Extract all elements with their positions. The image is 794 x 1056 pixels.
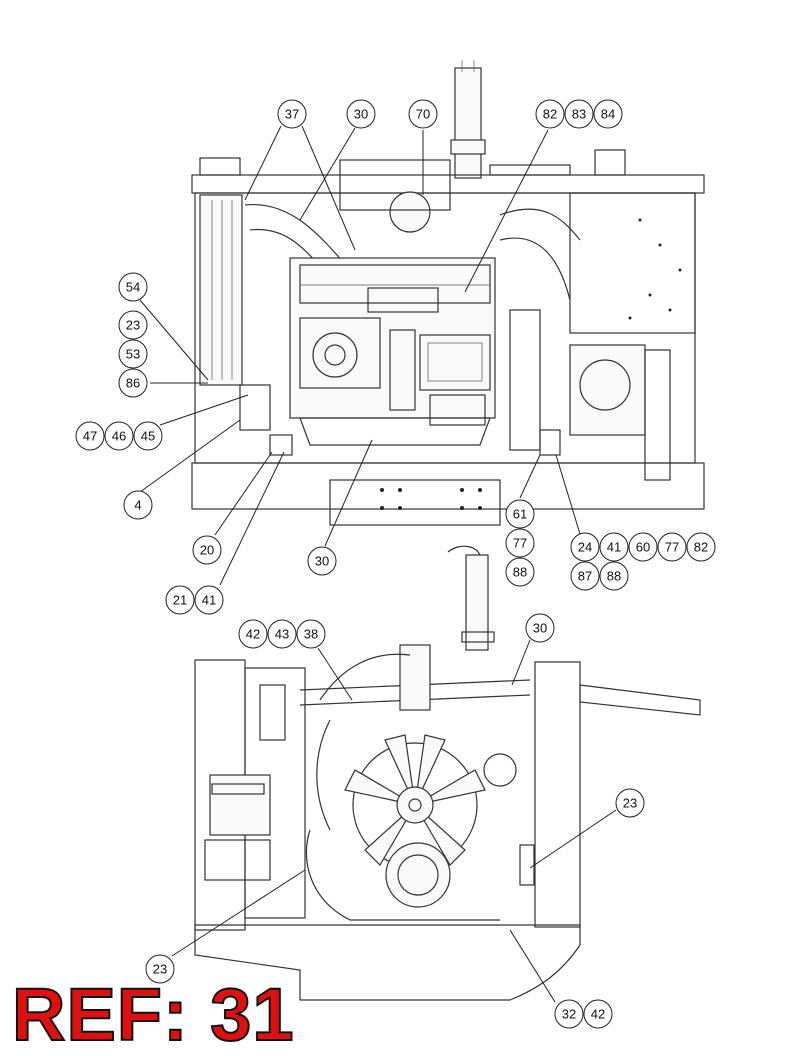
- callout-41-right: 41: [599, 532, 629, 562]
- callout-label: 83: [572, 107, 586, 122]
- callout-45: 45: [133, 421, 163, 451]
- callout-label: 42: [246, 627, 260, 642]
- callout-label: 82: [543, 107, 557, 122]
- callout-label: 54: [126, 280, 140, 295]
- callout-label: 61: [513, 507, 527, 522]
- callout-77-right: 77: [657, 532, 687, 562]
- callout-23-front-right: 23: [615, 788, 645, 818]
- callout-label: 4: [134, 498, 141, 513]
- callout-30-top: 30: [346, 99, 376, 129]
- callout-88-right: 88: [599, 561, 629, 591]
- callout-53: 53: [118, 339, 148, 369]
- callout-label: 20: [200, 543, 214, 558]
- callout-label: 70: [416, 107, 430, 122]
- leader-lines: [139, 125, 617, 1003]
- callout-label: 45: [141, 429, 155, 444]
- callout-37: 37: [277, 99, 307, 129]
- callout-label: 30: [315, 554, 329, 569]
- callout-label: 41: [202, 593, 216, 608]
- callout-label: 37: [285, 107, 299, 122]
- callout-41-bottom: 41: [194, 585, 224, 615]
- callout-label: 77: [513, 536, 527, 551]
- callout-label: 30: [354, 107, 368, 122]
- callout-47: 47: [75, 421, 105, 451]
- callout-label: 21: [173, 593, 187, 608]
- callout-label: 47: [83, 429, 97, 444]
- callout-43: 43: [267, 619, 297, 649]
- callout-77-mid: 77: [505, 528, 535, 558]
- callout-bubbles: 37 30 70 82 83 84 54 23 53 86 47 46 45 4…: [75, 99, 716, 1029]
- engine-side-view: [191, 60, 705, 526]
- callout-label: 32: [562, 1007, 576, 1022]
- callout-70: 70: [408, 99, 438, 129]
- ref-title: REF: 31: [11, 973, 295, 1056]
- callout-24: 24: [570, 532, 600, 562]
- callout-label: 23: [126, 318, 140, 333]
- callout-label: 23: [153, 962, 167, 977]
- panel-bolts: [628, 218, 682, 320]
- callout-label: 82: [694, 540, 708, 555]
- callout-30-bottom: 30: [307, 546, 337, 576]
- callout-82-top: 82: [535, 99, 565, 129]
- callout-20: 20: [192, 535, 222, 565]
- callout-label: 87: [578, 569, 592, 584]
- callout-label: 88: [607, 569, 621, 584]
- callout-label: 41: [607, 540, 621, 555]
- callout-60: 60: [628, 532, 658, 562]
- callout-88-mid: 88: [505, 557, 535, 587]
- callout-label: 42: [591, 1007, 605, 1022]
- callout-42-bottom: 42: [583, 999, 613, 1029]
- callout-87: 87: [570, 561, 600, 591]
- callout-23-left: 23: [118, 310, 148, 340]
- callout-label: 84: [601, 107, 615, 122]
- callout-82-right: 82: [686, 532, 716, 562]
- callout-label: 43: [275, 627, 289, 642]
- callout-label: 23: [623, 796, 637, 811]
- callout-label: 60: [636, 540, 650, 555]
- callout-54: 54: [118, 272, 148, 302]
- callout-label: 38: [304, 627, 318, 642]
- callout-38: 38: [296, 619, 326, 649]
- callout-42-front: 42: [238, 619, 268, 649]
- callout-86: 86: [118, 368, 148, 398]
- callout-label: 30: [533, 621, 547, 636]
- callout-83: 83: [564, 99, 594, 129]
- callout-label: 77: [665, 540, 679, 555]
- callout-61: 61: [505, 499, 535, 529]
- callout-4: 4: [123, 490, 153, 520]
- callout-label: 53: [126, 347, 140, 362]
- callout-label: 86: [126, 376, 140, 391]
- callout-84: 84: [593, 99, 623, 129]
- mount-bolts: [380, 488, 482, 510]
- callout-21: 21: [165, 585, 195, 615]
- callout-23-front-left: 23: [145, 954, 175, 984]
- callout-label: 46: [112, 429, 126, 444]
- callout-32: 32: [554, 999, 584, 1029]
- callout-label: 24: [578, 540, 592, 555]
- callout-46: 46: [104, 421, 134, 451]
- callout-label: 88: [513, 565, 527, 580]
- fan-blades: [344, 734, 486, 866]
- callout-30-front: 30: [525, 613, 555, 643]
- engine-front-view: [194, 545, 701, 1001]
